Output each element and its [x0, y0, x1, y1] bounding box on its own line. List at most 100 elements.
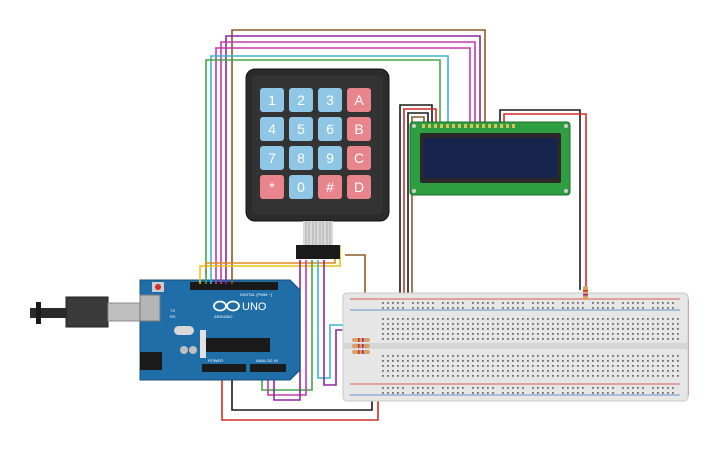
breadboard-hole[interactable]	[477, 370, 479, 372]
breadboard-hole[interactable]	[592, 328, 594, 330]
breadboard-hole[interactable]	[477, 360, 479, 362]
breadboard-hole[interactable]	[552, 328, 554, 330]
breadboard-hole[interactable]	[392, 355, 394, 357]
breadboard-hole[interactable]	[567, 338, 569, 340]
breadboard-hole[interactable]	[392, 333, 394, 335]
breadboard-hole[interactable]	[382, 307, 384, 309]
breadboard-hole[interactable]	[467, 365, 469, 367]
breadboard-hole[interactable]	[427, 328, 429, 330]
breadboard-hole[interactable]	[512, 328, 514, 330]
breadboard-hole[interactable]	[437, 375, 439, 377]
breadboard-hole[interactable]	[497, 355, 499, 357]
breadboard-hole[interactable]	[657, 392, 659, 394]
breadboard-hole[interactable]	[597, 338, 599, 340]
breadboard-hole[interactable]	[417, 302, 419, 304]
breadboard-hole[interactable]	[652, 392, 654, 394]
breadboard-hole[interactable]	[462, 392, 464, 394]
breadboard-hole[interactable]	[567, 355, 569, 357]
breadboard-hole[interactable]	[427, 360, 429, 362]
breadboard-hole[interactable]	[592, 323, 594, 325]
breadboard-hole[interactable]	[402, 355, 404, 357]
breadboard-hole[interactable]	[577, 302, 579, 304]
breadboard-hole[interactable]	[472, 302, 474, 304]
breadboard-hole[interactable]	[617, 328, 619, 330]
breadboard-hole[interactable]	[657, 328, 659, 330]
breadboard-hole[interactable]	[442, 370, 444, 372]
breadboard-hole[interactable]	[637, 338, 639, 340]
breadboard-hole[interactable]	[612, 387, 614, 389]
breadboard-hole[interactable]	[552, 333, 554, 335]
breadboard-hole[interactable]	[487, 355, 489, 357]
breadboard-hole[interactable]	[657, 365, 659, 367]
breadboard-hole[interactable]	[432, 375, 434, 377]
breadboard-hole[interactable]	[477, 323, 479, 325]
breadboard-hole[interactable]	[472, 338, 474, 340]
breadboard-hole[interactable]	[592, 375, 594, 377]
breadboard-hole[interactable]	[382, 392, 384, 394]
breadboard-hole[interactable]	[572, 365, 574, 367]
breadboard-hole[interactable]	[542, 307, 544, 309]
breadboard-hole[interactable]	[397, 375, 399, 377]
breadboard-hole[interactable]	[577, 323, 579, 325]
breadboard-hole[interactable]	[452, 365, 454, 367]
breadboard-hole[interactable]	[547, 328, 549, 330]
breadboard-hole[interactable]	[607, 365, 609, 367]
keypad-key-3[interactable]	[347, 88, 371, 112]
breadboard-hole[interactable]	[647, 355, 649, 357]
breadboard-hole[interactable]	[527, 355, 529, 357]
breadboard-hole[interactable]	[647, 333, 649, 335]
breadboard-hole[interactable]	[627, 387, 629, 389]
breadboard-hole[interactable]	[532, 392, 534, 394]
breadboard-hole[interactable]	[622, 307, 624, 309]
breadboard-hole[interactable]	[517, 307, 519, 309]
breadboard-hole[interactable]	[397, 302, 399, 304]
breadboard-hole[interactable]	[572, 302, 574, 304]
breadboard-hole[interactable]	[667, 365, 669, 367]
breadboard-hole[interactable]	[537, 302, 539, 304]
breadboard-hole[interactable]	[672, 307, 674, 309]
breadboard-hole[interactable]	[647, 338, 649, 340]
breadboard-hole[interactable]	[397, 333, 399, 335]
breadboard-hole[interactable]	[667, 355, 669, 357]
breadboard-hole[interactable]	[602, 370, 604, 372]
breadboard-hole[interactable]	[577, 370, 579, 372]
breadboard-hole[interactable]	[572, 392, 574, 394]
breadboard-hole[interactable]	[542, 387, 544, 389]
breadboard-hole[interactable]	[462, 318, 464, 320]
breadboard-hole[interactable]	[592, 360, 594, 362]
breadboard-hole[interactable]	[657, 360, 659, 362]
breadboard-hole[interactable]	[552, 307, 554, 309]
breadboard-hole[interactable]	[457, 387, 459, 389]
breadboard-hole[interactable]	[567, 302, 569, 304]
breadboard-hole[interactable]	[517, 355, 519, 357]
breadboard-hole[interactable]	[572, 318, 574, 320]
breadboard-hole[interactable]	[582, 355, 584, 357]
breadboard-hole[interactable]	[617, 333, 619, 335]
breadboard-hole[interactable]	[402, 375, 404, 377]
breadboard-hole[interactable]	[602, 365, 604, 367]
breadboard-hole[interactable]	[677, 375, 679, 377]
breadboard-hole[interactable]	[642, 333, 644, 335]
breadboard-hole[interactable]	[432, 360, 434, 362]
breadboard-hole[interactable]	[522, 360, 524, 362]
breadboard-hole[interactable]	[397, 318, 399, 320]
breadboard-hole[interactable]	[457, 333, 459, 335]
breadboard-hole[interactable]	[407, 365, 409, 367]
breadboard-hole[interactable]	[387, 302, 389, 304]
breadboard-hole[interactable]	[552, 355, 554, 357]
breadboard-hole[interactable]	[587, 333, 589, 335]
breadboard-hole[interactable]	[632, 333, 634, 335]
breadboard-hole[interactable]	[667, 370, 669, 372]
breadboard-hole[interactable]	[517, 360, 519, 362]
breadboard-hole[interactable]	[662, 302, 664, 304]
breadboard-hole[interactable]	[532, 338, 534, 340]
breadboard-hole[interactable]	[652, 318, 654, 320]
keypad-key-2[interactable]	[318, 88, 342, 112]
breadboard-hole[interactable]	[632, 355, 634, 357]
breadboard-hole[interactable]	[447, 375, 449, 377]
breadboard-hole[interactable]	[547, 387, 549, 389]
breadboard-hole[interactable]	[572, 333, 574, 335]
breadboard-hole[interactable]	[632, 375, 634, 377]
breadboard-hole[interactable]	[627, 370, 629, 372]
breadboard-hole[interactable]	[662, 307, 664, 309]
